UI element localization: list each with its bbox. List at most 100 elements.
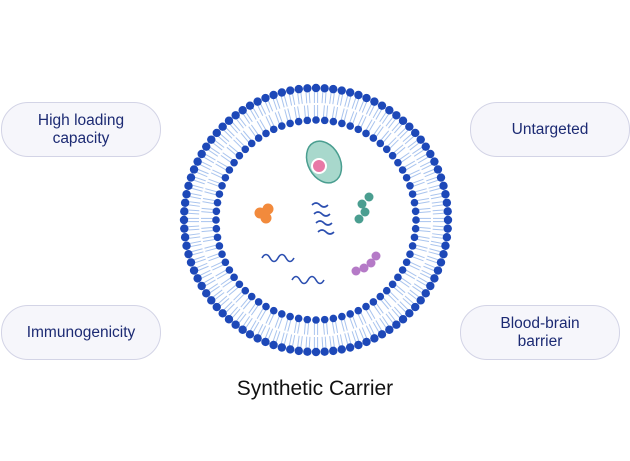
- lipid-head: [253, 97, 262, 106]
- lipid-head: [430, 157, 439, 166]
- lipid-head: [269, 125, 278, 134]
- lipid-head: [338, 119, 346, 128]
- lipid-head: [320, 315, 329, 324]
- lipid-head: [189, 266, 199, 275]
- lipid-head: [213, 233, 222, 242]
- lipid-head: [294, 314, 303, 323]
- lipid-head: [221, 258, 230, 267]
- lipid-head: [303, 347, 312, 356]
- lipid-head: [377, 101, 387, 110]
- lipid-head: [410, 198, 419, 207]
- lipid-head: [412, 216, 420, 224]
- lipid-head: [426, 281, 435, 291]
- protein-chain-purple-icon: [351, 251, 381, 276]
- lipid-head: [442, 198, 452, 207]
- lipid-head: [231, 320, 240, 329]
- lipid-head: [354, 340, 363, 350]
- lipid-head: [202, 289, 211, 298]
- lipid-head: [212, 302, 221, 312]
- lipid-head: [320, 116, 329, 125]
- lipid-head: [362, 337, 371, 347]
- lipid-head: [416, 296, 425, 305]
- lipid-head: [362, 302, 370, 311]
- lipid-head: [436, 173, 446, 182]
- lipid-head: [245, 101, 255, 110]
- lipid-head: [408, 190, 417, 198]
- lipid-head: [346, 122, 355, 130]
- lipid-head: [241, 145, 250, 154]
- lipid-head: [261, 337, 270, 347]
- lipid-head: [235, 280, 244, 289]
- lipid-head: [402, 173, 411, 182]
- lipid-head: [345, 88, 355, 97]
- lipid-head: [277, 310, 286, 318]
- lipid-head: [354, 306, 363, 315]
- lipid-head: [230, 273, 238, 282]
- lipid-head: [439, 181, 448, 191]
- lipid-head: [238, 325, 247, 334]
- lipid-head: [286, 312, 294, 321]
- untargeted-label: Untargeted: [470, 102, 630, 157]
- lipid-head: [224, 116, 234, 125]
- lipid-head: [312, 116, 320, 124]
- lipid-head: [269, 340, 278, 350]
- lipid-head: [207, 296, 216, 305]
- diagram-caption: Synthetic Carrier: [236, 377, 394, 400]
- lipid-head: [362, 129, 370, 138]
- lipid-head: [180, 224, 189, 233]
- lipid-head: [235, 151, 244, 160]
- lipid-head: [253, 334, 262, 343]
- lipid-head: [376, 139, 385, 148]
- lipid-head: [430, 274, 439, 283]
- lipid-head: [294, 346, 303, 356]
- lipid-head: [392, 111, 401, 120]
- lipid-head: [320, 84, 329, 93]
- lipid-head: [421, 289, 430, 298]
- lipid-head: [303, 84, 312, 93]
- lipid-head: [261, 93, 270, 103]
- lipid-head: [398, 315, 408, 324]
- lipid-head: [277, 343, 287, 352]
- lipid-head: [354, 125, 363, 134]
- lipid-head: [337, 86, 346, 95]
- lipid-head: [312, 316, 320, 324]
- lipid-head: [225, 266, 234, 274]
- lipid-head: [189, 165, 199, 174]
- lipid-head: [218, 309, 227, 318]
- high-loading-capacity-label: High loading capacity: [1, 102, 161, 157]
- lipid-head: [329, 84, 338, 94]
- lipid-head: [303, 315, 312, 324]
- lipid-head: [269, 90, 278, 100]
- lipid-head: [402, 258, 411, 267]
- lipid-head: [382, 286, 391, 295]
- lipid-head: [346, 310, 355, 318]
- protein-cluster-orange-icon: [254, 203, 274, 224]
- lipid-head: [245, 330, 255, 339]
- lipid-head: [193, 274, 202, 283]
- lipid-head: [441, 190, 450, 199]
- lipid-head: [186, 258, 196, 267]
- lipid-head: [218, 250, 226, 259]
- lipid-head: [426, 149, 435, 159]
- lipid-head: [398, 166, 407, 174]
- lipid-head: [443, 224, 452, 233]
- protein-chain-teal-icon: [354, 192, 374, 224]
- lipid-head: [218, 122, 227, 131]
- lipid-head: [337, 345, 346, 354]
- lipid-head: [411, 207, 420, 216]
- lipid-head: [410, 233, 419, 242]
- lipid-head: [443, 207, 452, 216]
- lipid-head: [186, 173, 196, 182]
- lipid-head: [212, 224, 221, 233]
- lipid-head: [218, 181, 226, 190]
- lipid-head: [406, 250, 414, 259]
- nucleic-acid-wave-icon: [261, 202, 335, 285]
- lipid-head: [388, 280, 397, 289]
- lipid-head: [182, 190, 191, 199]
- lipid-head: [369, 298, 378, 306]
- lipid-head: [225, 166, 234, 174]
- lipid-head: [182, 241, 191, 250]
- lipid-head: [212, 216, 220, 224]
- lipid-head: [303, 116, 312, 125]
